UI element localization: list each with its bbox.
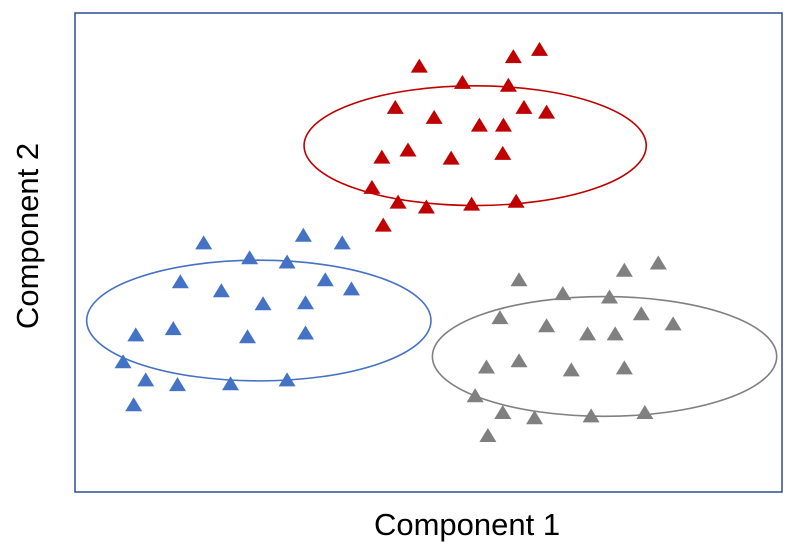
scatter-point-s2-17 [137, 372, 155, 387]
scatter-point-s1-4 [504, 49, 522, 64]
scatter-point-s2-11 [296, 295, 314, 310]
scatter-point-s3-2 [615, 262, 633, 277]
scatter-point-s2-3 [294, 227, 312, 242]
scatter-point-s1-10 [515, 99, 533, 114]
scatter-point-s3-16 [466, 388, 484, 403]
scatter-point-s1-16 [363, 179, 381, 194]
scatter-point-s3-7 [538, 318, 556, 333]
scatter-point-s1-2 [453, 74, 471, 89]
scatter-point-s3-21 [479, 427, 497, 442]
scatter-point-s1-14 [442, 150, 460, 165]
scatter-point-s2-21 [125, 397, 143, 412]
scatter-point-s3-13 [510, 353, 528, 368]
scatter-point-s3-10 [632, 306, 650, 321]
scatter-point-s2-19 [222, 376, 240, 391]
scatter-point-s3-8 [579, 326, 597, 341]
scatter-point-s2-13 [164, 321, 182, 336]
cluster-ellipse-2 [85, 259, 432, 382]
scatter-point-s1-12 [373, 149, 391, 164]
scatter-point-s2-1 [195, 235, 213, 250]
scatter-point-s1-3 [499, 77, 517, 92]
scatter-point-s3-14 [562, 362, 580, 377]
scatter-point-s1-11 [538, 104, 556, 119]
scatter-point-s1-1 [410, 58, 428, 73]
x-axis-label: Component 1 [373, 507, 561, 542]
scatter-point-s1-6 [386, 99, 404, 114]
scatter-point-s1-21 [374, 217, 392, 232]
scatter-point-s3-19 [582, 408, 600, 423]
scatter-point-s2-12 [127, 327, 145, 342]
scatter-point-s3-9 [606, 326, 624, 341]
scatter-point-s1-18 [417, 199, 435, 214]
scatter-point-s2-20 [278, 372, 296, 387]
scatter-point-s2-10 [254, 296, 272, 311]
scatter-point-s2-16 [114, 354, 132, 369]
scatter-point-s3-3 [649, 255, 667, 270]
scatter-point-s3-6 [491, 310, 509, 325]
chart-marks [85, 41, 778, 442]
scatter-point-s1-8 [470, 117, 488, 132]
scatter-point-s3-18 [526, 410, 544, 425]
scatter-point-s1-17 [389, 194, 407, 209]
scatter-point-s3-1 [510, 272, 528, 287]
scatter-point-s1-9 [494, 117, 512, 132]
scatter-point-s3-17 [494, 404, 512, 419]
scatter-point-s2-2 [241, 250, 259, 265]
scatter-point-s2-14 [239, 329, 257, 344]
scatter-point-s3-15 [615, 360, 633, 375]
scatter-point-s3-4 [554, 286, 572, 301]
scatter-point-s2-8 [316, 272, 334, 287]
scatter-point-s1-19 [463, 196, 481, 211]
scatter-point-s2-15 [296, 325, 314, 340]
scatter-point-s3-12 [477, 359, 495, 374]
scatter-point-s3-5 [600, 289, 618, 304]
scatter-point-s2-7 [278, 254, 296, 269]
scatter-point-s2-5 [171, 274, 189, 289]
scatter-point-s1-15 [494, 145, 512, 160]
y-axis-label: Component 2 [10, 142, 45, 330]
plot-area-frame [74, 12, 783, 493]
scatter-point-s3-20 [636, 404, 654, 419]
scatter-point-s1-13 [399, 142, 417, 157]
scatter-point-s3-11 [664, 316, 682, 331]
scatter-point-s2-6 [212, 283, 230, 298]
cluster-ellipse-3 [431, 295, 778, 418]
cluster-ellipse-1 [303, 85, 648, 207]
scatter-point-s2-18 [169, 377, 187, 392]
scatter-point-s2-4 [333, 235, 351, 250]
scatter-point-s1-7 [425, 109, 443, 124]
scatter-point-s1-5 [530, 41, 548, 56]
scatter-point-s1-20 [507, 193, 525, 208]
scatter-point-s2-9 [342, 281, 360, 296]
